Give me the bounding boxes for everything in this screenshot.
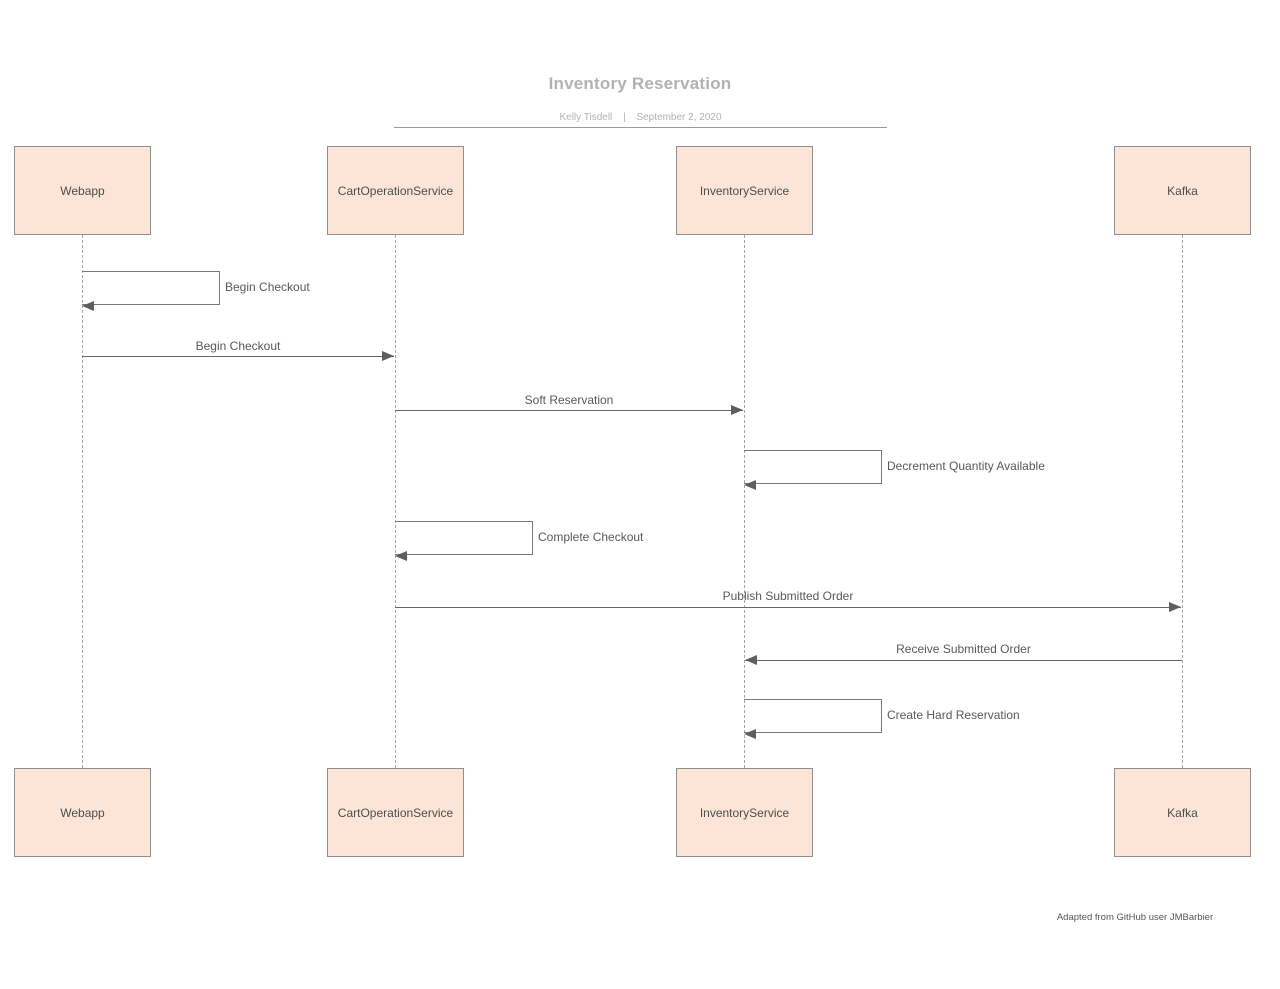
message-label: Complete Checkout [538,530,644,544]
actor-label: Kafka [1167,183,1198,198]
actor-label: CartOperationService [337,183,454,198]
arrowhead-left-icon [744,479,756,490]
actor-label: InventoryService [699,183,790,198]
lifeline-kafka [1182,235,1183,768]
message-publish-submitted-order [395,602,1181,612]
arrowhead-left-icon [395,550,407,561]
subtitle-date: September 2, 2020 [636,112,722,123]
message-label: Begin Checkout [225,280,310,294]
arrowhead-right-icon [731,405,743,415]
arrowhead-left-icon [744,728,756,739]
subtitle-author: Kelly Tisdell [559,112,613,123]
attribution-text: Adapted from GitHub user JMBarbier [1056,912,1214,923]
page-title: Inventory Reservation [548,74,732,93]
actor-box-webapp-top: Webapp [14,146,151,235]
diagram-subtitle: Kelly Tisdell | September 2, 2020 [394,112,887,128]
lifeline-webapp [82,235,83,768]
actor-box-cart-operation-service-bottom: CartOperationService [327,768,464,857]
actor-box-inventory-service-top: InventoryService [676,146,813,235]
actor-label: CartOperationService [337,805,454,820]
self-message-begin-checkout [82,271,220,311]
self-message-create-hard-reservation [744,699,882,739]
actor-box-kafka-top: Kafka [1114,146,1251,235]
lifeline-cart-operation-service [395,235,396,768]
arrowhead-right-icon [1169,602,1181,612]
message-label: Soft Reservation [524,393,614,407]
actor-box-kafka-bottom: Kafka [1114,768,1251,857]
message-label: Create Hard Reservation [887,708,1020,722]
actor-box-webapp-bottom: Webapp [14,768,151,857]
actor-box-cart-operation-service-top: CartOperationService [327,146,464,235]
message-label: Begin Checkout [195,339,281,353]
actor-label: Kafka [1167,805,1198,820]
actor-label: Webapp [60,183,105,198]
subtitle-separator: | [623,112,626,123]
arrowhead-left-icon [745,655,757,665]
message-receive-submitted-order [745,655,1182,665]
message-soft-reservation [395,405,743,415]
self-message-complete-checkout [395,521,533,561]
message-label: Decrement Quantity Available [887,459,1045,473]
message-label: Publish Submitted Order [722,589,854,603]
lifeline-inventory-service [744,235,745,768]
self-message-decrement-quantity-available [744,450,882,490]
arrowhead-left-icon [82,300,94,311]
actor-label: Webapp [60,805,105,820]
actor-box-inventory-service-bottom: InventoryService [676,768,813,857]
message-begin-checkout [82,351,394,361]
arrowhead-right-icon [382,351,394,361]
actor-label: InventoryService [699,805,790,820]
message-label: Receive Submitted Order [896,642,1031,656]
